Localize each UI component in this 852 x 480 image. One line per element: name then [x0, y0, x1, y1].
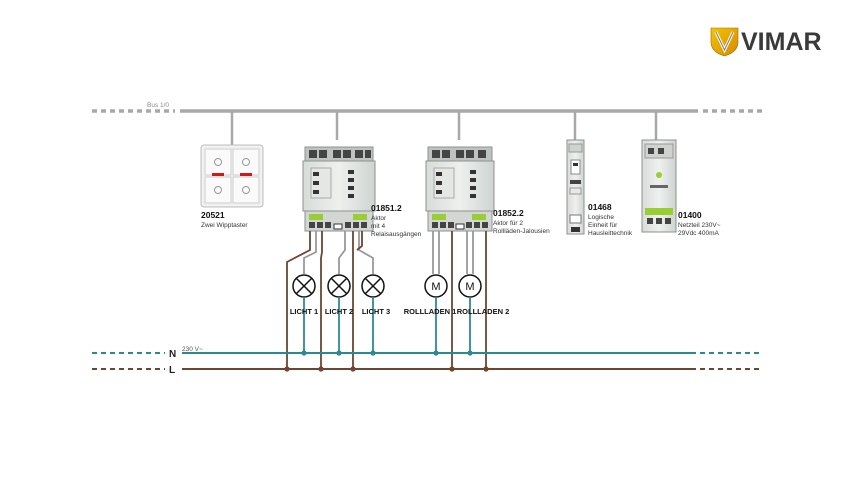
device-desc-01468-1: Logische: [588, 214, 614, 221]
din-module-narrow-icon: [566, 139, 585, 235]
device-desc-01851-2-2: mit 4: [371, 223, 385, 230]
device-desc-01400-1: Netzteil 230V~: [678, 222, 721, 229]
din-module-icon: [425, 146, 495, 232]
lamp-icon: [327, 274, 351, 298]
brand-logo: VIMAR: [710, 27, 822, 57]
device-desc-01851-2-3: Relaisausgängen: [371, 231, 422, 238]
device-code-01468: 01468: [588, 202, 612, 212]
load-label: LICHT 3: [362, 307, 390, 316]
brand-name: VIMAR: [741, 28, 822, 56]
device-code-01852-2: 01852.2: [493, 208, 524, 218]
load-label: LICHT 1: [290, 307, 318, 316]
wiring-relay-actuator: [286, 231, 374, 369]
device-01468: 01468 Logische Einheit für Hausleittechn…: [566, 139, 633, 237]
device-desc-01468-2: Einheit für: [588, 222, 618, 229]
live-label: L: [169, 365, 175, 376]
load-rollladen-1: M ROLLLADEN 1: [404, 274, 457, 353]
device-01851-2: 01851.2 Aktor mit 4 Relaisausgängen: [302, 146, 422, 238]
device-desc-01468-3: Hausleittechnik: [588, 230, 633, 237]
bus-label: Bus 1/0: [147, 102, 169, 109]
motor-icon: M: [458, 274, 482, 298]
device-01400: 01400 Netzteil 230V~ 29Vdc 400mA: [641, 139, 721, 237]
motor-glyph: M: [431, 281, 440, 293]
neutral-rail: N 230 V~: [92, 346, 762, 360]
wiring-shutter-actuator: [432, 231, 487, 369]
motor-icon: M: [424, 274, 448, 298]
lamp-icon: [292, 274, 316, 298]
device-desc-01851-2-1: Aktor: [371, 215, 387, 222]
load-licht-2: LICHT 2: [325, 274, 353, 353]
din-module-icon: [641, 139, 677, 233]
device-code-20521: 20521: [201, 210, 225, 220]
bus-line: Bus 1/0: [92, 102, 762, 145]
device-desc-01852-2-2: Rollläden-Jalousien: [493, 228, 550, 235]
live-rail: L: [92, 365, 762, 376]
device-20521: 20521 Zwei Wipptaster: [200, 144, 264, 229]
load-licht-1: LICHT 1: [290, 274, 318, 353]
din-module-icon: [302, 146, 376, 232]
device-desc-01400-2: 29Vdc 400mA: [678, 230, 719, 237]
neutral-label: N: [169, 349, 176, 360]
load-label: ROLLLADEN 1: [404, 307, 457, 316]
motor-glyph: M: [465, 281, 474, 293]
device-01852-2: 01852.2 Aktor für 2 Rollläden-Jalousien: [425, 146, 550, 235]
device-code-01851-2: 01851.2: [371, 203, 402, 213]
voltage-label: 230 V~: [182, 346, 203, 353]
device-code-01400: 01400: [678, 210, 702, 220]
load-licht-3: LICHT 3: [361, 274, 390, 353]
device-desc-01852-2-1: Aktor für 2: [493, 220, 523, 227]
rocker-switch-icon: [200, 144, 264, 208]
vimar-shield-logo-icon: [710, 27, 739, 57]
load-rollladen-2: M ROLLLADEN 2: [457, 274, 510, 353]
load-label: ROLLLADEN 2: [457, 307, 510, 316]
lamp-icon: [361, 274, 385, 298]
load-label: LICHT 2: [325, 307, 353, 316]
device-desc-20521-1: Zwei Wipptaster: [201, 222, 248, 229]
